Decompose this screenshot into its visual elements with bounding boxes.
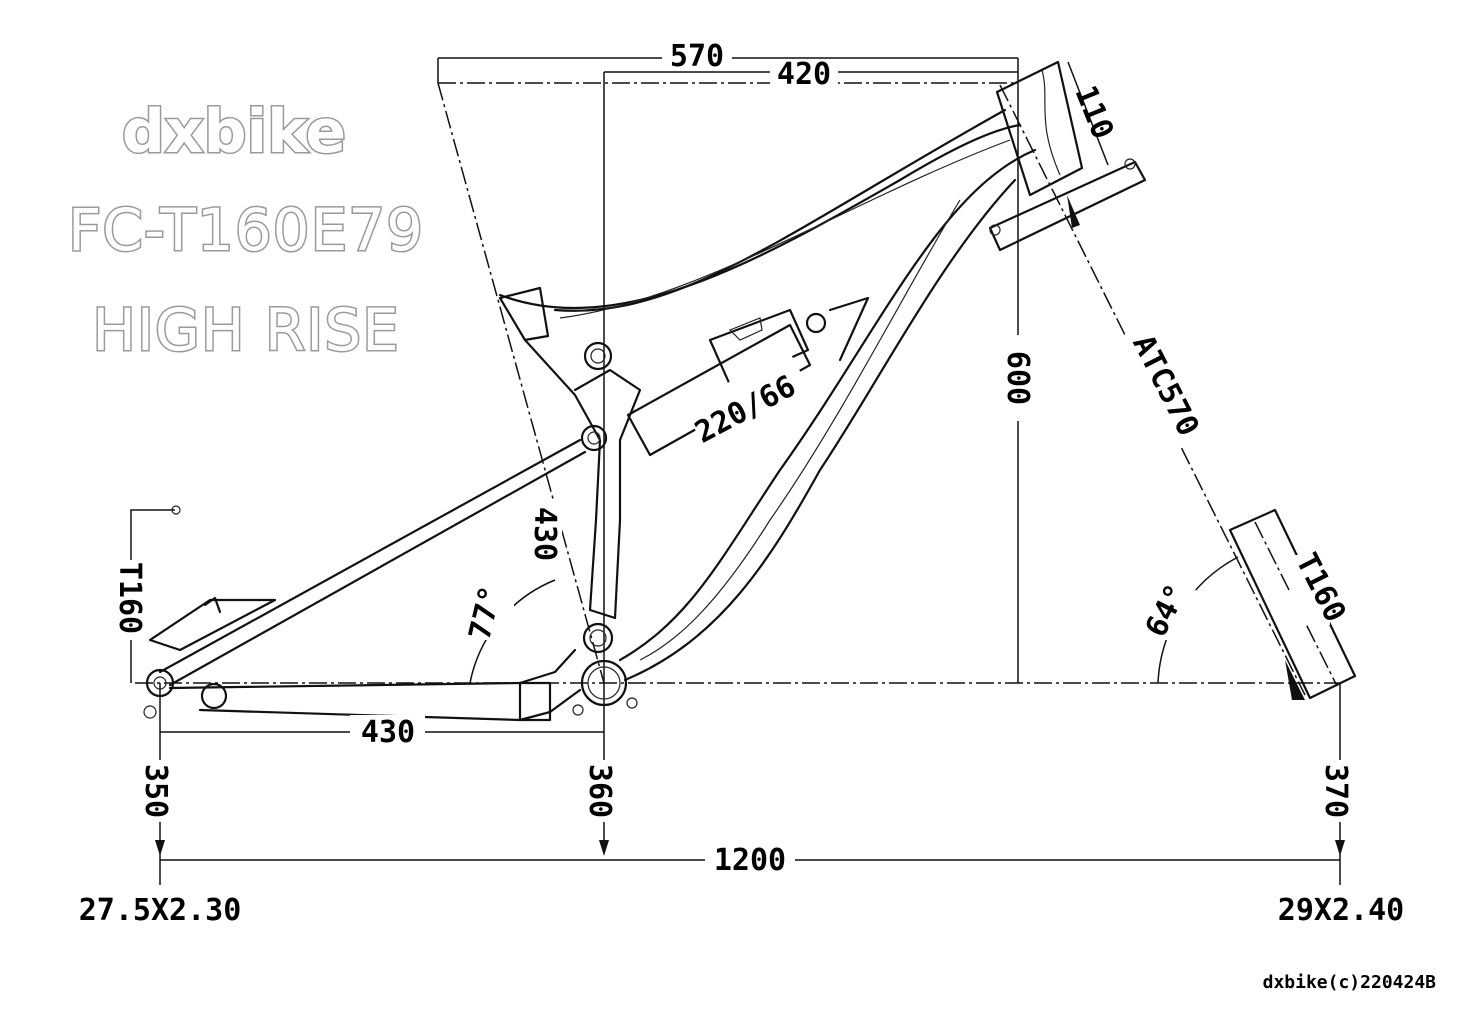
copyright-label: dxbike(c)220424B: [1263, 972, 1437, 993]
wheelbase-label: 1200: [714, 843, 786, 878]
rear-travel-dimension: T160: [112, 505, 181, 683]
arrow-down-icon: [155, 840, 165, 856]
variant-name: HIGH RISE: [92, 296, 400, 364]
front-drop-label: 370: [1318, 764, 1353, 818]
rear-tire-label: 27.5X2.30: [79, 893, 242, 928]
arrow-down-icon: [1335, 840, 1345, 856]
front-triangle: [498, 108, 1037, 716]
rear-triangle: [143, 438, 587, 722]
seat-tube-label: 430: [527, 507, 562, 561]
bb-drop-label: 360: [582, 764, 617, 818]
fork-dimension: ATC570 T160 64°: [1125, 329, 1357, 700]
reach-stack-label: 420: [777, 57, 831, 92]
front-tire-label: 29X2.40: [1278, 893, 1404, 928]
seat-tube-centerline: [437, 82, 605, 684]
reach-dimensions: 570 420: [437, 39, 1018, 92]
brand-name: dxbike: [122, 97, 346, 167]
model-name: FC-T160E79: [68, 196, 424, 264]
wheelbase-dimension: 1200: [160, 843, 1340, 878]
seat-tube-dimension: 430 77°: [463, 500, 562, 684]
rear-travel-label: T160: [112, 562, 147, 634]
rear-drop-label: 350: [138, 764, 173, 818]
reach-total-label: 570: [670, 39, 724, 74]
head-tube: 110: [988, 60, 1147, 252]
rear-shock: 220/66: [626, 308, 818, 460]
reference-lines: [135, 58, 1340, 850]
branding: dxbike FC-T160E79 HIGH RISE: [66, 96, 424, 366]
arrow-down-icon: [599, 840, 609, 856]
arrow-head-icon: [1067, 195, 1080, 228]
stack-height-label: 600: [1000, 351, 1035, 405]
stack-dimension: 600: [1000, 335, 1035, 421]
chainstay-dimension: 430: [159, 683, 604, 885]
fork-arrow-icon: [1285, 660, 1305, 700]
drop-dimensions: 350 360 370: [138, 683, 1358, 885]
chainstay-label: 430: [361, 715, 415, 750]
